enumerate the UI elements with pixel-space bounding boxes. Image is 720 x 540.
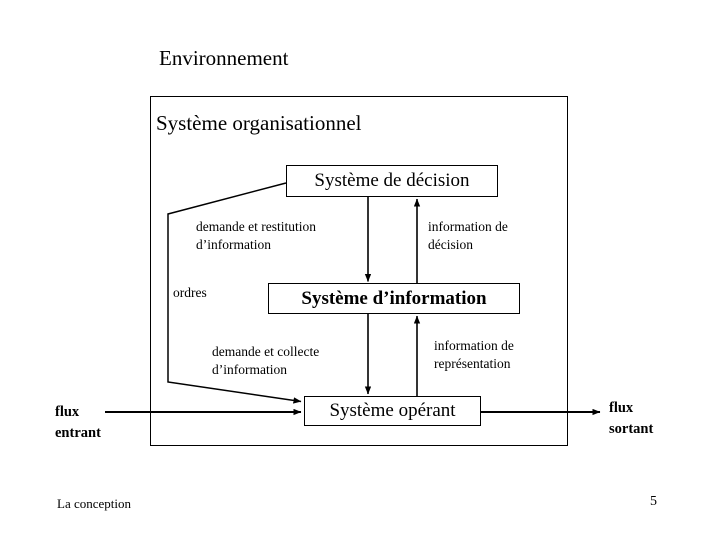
label-information-de-decision: information de décision (428, 218, 508, 253)
label-line-1: flux (609, 400, 634, 416)
label-line-2: d’information (196, 236, 271, 252)
page-number: 5 (650, 494, 657, 509)
label-flux-entrant: flux entrant (55, 402, 101, 444)
label-demande-et-collecte: demande et collecte d’information (212, 343, 319, 378)
systeme-operant-box: Système opérant (304, 396, 481, 426)
label-information-de-representation: information de représentation (434, 337, 514, 372)
label-demande-et-restitution: demande et restitution d’information (196, 218, 316, 253)
label-line-1: information de (428, 219, 508, 234)
label-line-1: ordres (173, 285, 207, 300)
label-line-1: demande et collecte (212, 344, 320, 359)
environment-title: Environnement (159, 46, 289, 70)
systeme-de-decision-box: Système de décision (286, 165, 498, 197)
label-ordres: ordres (173, 284, 207, 302)
label-line-2: d’information (212, 361, 287, 377)
footer-text: La conception (57, 496, 131, 511)
organisational-system-title: Système organisationnel (156, 111, 362, 135)
label-line-1: demande et restitution (196, 219, 316, 234)
label-line-2: représentation (434, 355, 511, 371)
label-line-2: décision (428, 236, 473, 252)
label-line-1: flux (55, 404, 80, 420)
label-line-1: information de (434, 338, 514, 353)
systeme-d-information-box: Système d’information (268, 283, 520, 314)
label-line-2: sortant (609, 421, 654, 437)
label-line-2: entrant (55, 425, 101, 441)
organisational-system-box (150, 96, 568, 446)
label-flux-sortant: flux sortant (609, 398, 653, 440)
